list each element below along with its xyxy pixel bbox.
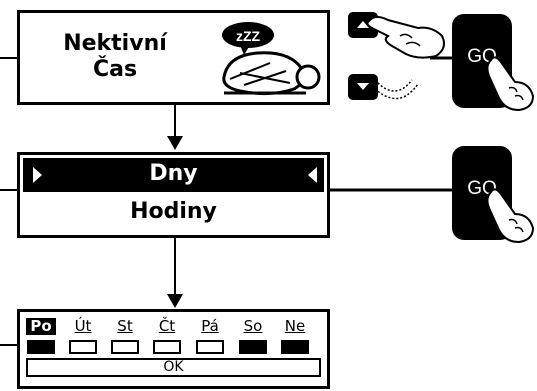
sleeping-mouse-icon: zZZ — [222, 22, 321, 96]
day-checkbox[interactable] — [239, 340, 267, 354]
arrow-up-icon — [357, 21, 369, 28]
day-label[interactable]: Út — [74, 317, 92, 335]
day-checkbox[interactable] — [111, 340, 139, 354]
arrow-down-icon — [357, 83, 369, 90]
day-checkbox[interactable] — [281, 340, 309, 354]
pointing-hand-icon — [486, 188, 535, 244]
day-label[interactable]: St — [117, 317, 133, 335]
screen-menu: Dny Hodiny — [17, 152, 330, 238]
day-label[interactable]: Pá — [201, 317, 219, 335]
screen1-line2: Čas — [92, 57, 138, 82]
day-label[interactable]: Ne — [284, 317, 306, 335]
pointing-hand-icon — [366, 16, 445, 59]
day-label[interactable]: Po — [26, 318, 56, 335]
day-checkbox[interactable] — [27, 340, 55, 354]
arrow-left-icon — [308, 167, 317, 183]
screen-day-picker: Po Út St Čt Pá So Ne OK — [17, 309, 330, 389]
day-label[interactable]: Čt — [158, 317, 176, 335]
day-checkbox[interactable] — [153, 340, 181, 354]
menu-item-selected[interactable]: Dny — [23, 158, 324, 192]
menu-item-hours[interactable]: Hodiny — [130, 199, 217, 224]
day-label[interactable]: So — [243, 317, 263, 335]
day-checkbox[interactable] — [69, 340, 97, 354]
pointing-hand-icon — [486, 56, 535, 112]
go-button-2[interactable]: GO — [452, 146, 512, 240]
screen1-line1: Nektivní — [63, 31, 167, 56]
arrow-right-icon — [33, 167, 42, 183]
down-button[interactable] — [348, 74, 378, 100]
screen-inactive-time: Nektivní Čas zZZ — [17, 10, 330, 105]
day-checkbox[interactable] — [196, 340, 224, 354]
ok-button[interactable]: OK — [26, 358, 321, 377]
bubble-text: zZZ — [236, 28, 261, 44]
menu-item-days: Dny — [149, 161, 198, 186]
